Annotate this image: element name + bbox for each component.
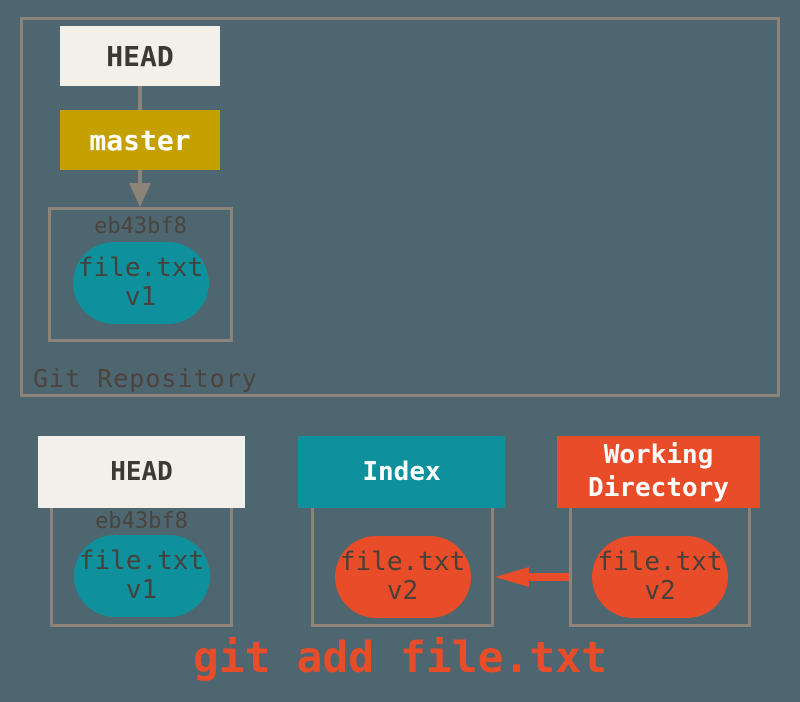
master-branch-node: master bbox=[60, 110, 220, 170]
index-area-box: file.txt v2 bbox=[311, 505, 494, 627]
head-area-hash-label: eb43bf8 bbox=[95, 509, 188, 534]
head-area-file-version: v1 bbox=[125, 575, 158, 605]
index-area-header: Index bbox=[298, 436, 505, 508]
working-directory-box: file.txt v2 bbox=[569, 505, 751, 627]
commit-file-version: v1 bbox=[124, 282, 157, 312]
head-area-box: eb43bf8 file.txt v1 bbox=[50, 505, 233, 627]
index-area-file-blob: file.txt v2 bbox=[334, 536, 471, 618]
working-directory-header: Working Directory bbox=[557, 436, 760, 508]
add-arrowhead-icon bbox=[495, 567, 529, 587]
working-directory-file-name: file.txt bbox=[597, 547, 723, 577]
working-directory-file-version: v2 bbox=[644, 576, 676, 606]
commit-hash-label: eb43bf8 bbox=[94, 214, 187, 239]
master-to-commit-arrowhead-icon bbox=[129, 183, 151, 207]
add-arrow-shaft bbox=[527, 573, 569, 581]
head-area-header: HEAD bbox=[38, 436, 245, 508]
git-repository-label: Git Repository bbox=[33, 364, 258, 393]
head-to-master-connector bbox=[138, 84, 142, 112]
caption-command: git add file.txt bbox=[192, 633, 608, 683]
index-area-file-version: v2 bbox=[386, 576, 419, 606]
git-repository-box: Git Repository bbox=[20, 17, 780, 397]
working-directory-file-blob: file.txt v2 bbox=[592, 536, 728, 618]
head-pointer-node: HEAD bbox=[60, 26, 220, 86]
commit-file-blob: file.txt v1 bbox=[72, 242, 209, 324]
head-area-file-blob: file.txt v1 bbox=[73, 535, 210, 617]
master-to-commit-connector bbox=[138, 168, 142, 186]
commit-box: eb43bf8 file.txt v1 bbox=[48, 207, 233, 342]
commit-file-name: file.txt bbox=[77, 253, 204, 283]
head-area-file-name: file.txt bbox=[78, 546, 205, 576]
index-area-file-name: file.txt bbox=[339, 547, 466, 577]
